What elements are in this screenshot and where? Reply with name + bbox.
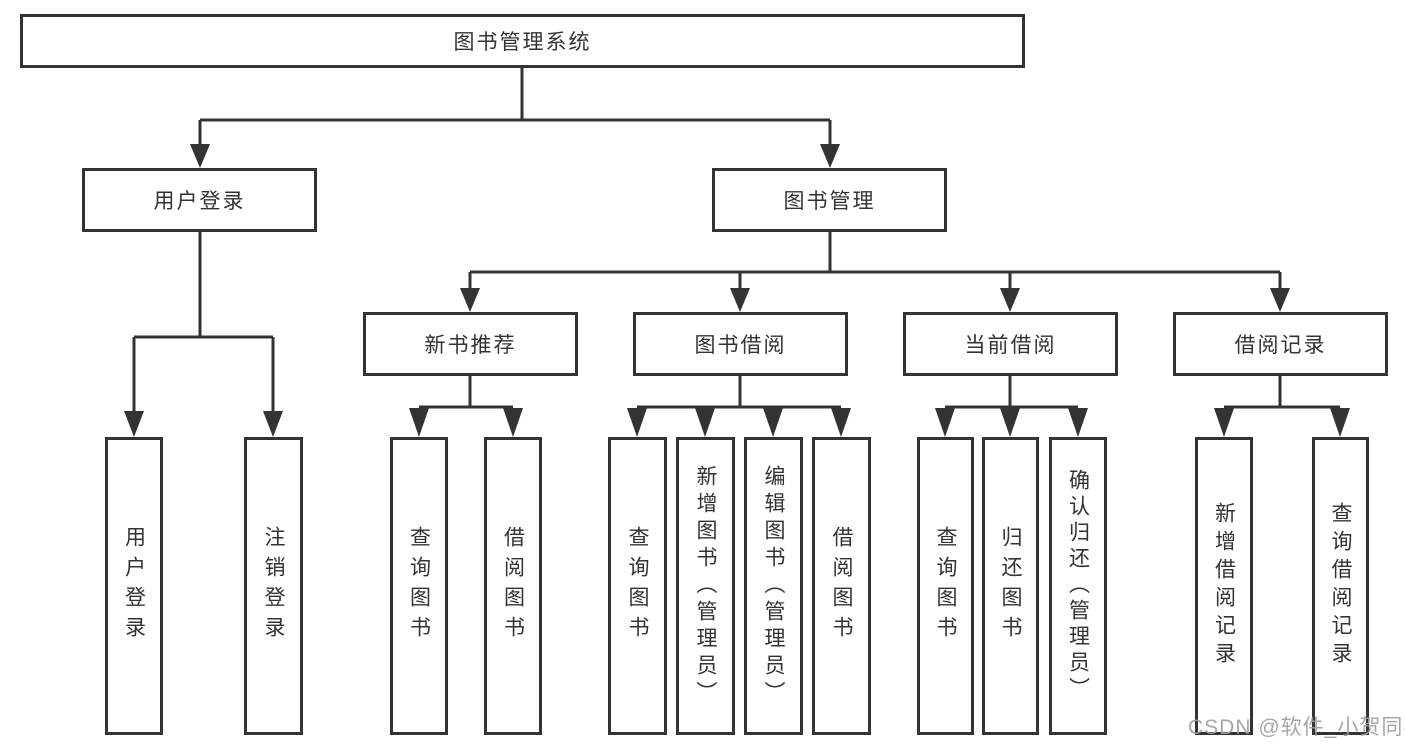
leaf-label: 查询图书 xyxy=(626,526,649,646)
arrowheads xyxy=(124,144,1350,437)
leaf-label: 借阅图书 xyxy=(501,526,525,646)
arrow-icon xyxy=(1214,408,1234,437)
leaf-confirm-return-admin: 确认归还（管理员） xyxy=(1049,437,1107,735)
node-root: 图书管理系统 xyxy=(20,14,1025,68)
leaf-label: 注销登录 xyxy=(262,526,285,646)
leaf-query-book-3: 查询图书 xyxy=(917,437,974,735)
arrow-icon xyxy=(503,408,523,437)
leaf-add-book-admin: 新增图书（管理员） xyxy=(676,437,735,735)
arrow-icon xyxy=(831,408,851,437)
arrow-icon xyxy=(190,144,210,168)
arrow-icon xyxy=(124,411,144,437)
leaf-label: 编辑图书（管理员） xyxy=(762,464,785,708)
arrow-icon xyxy=(935,408,955,437)
leaf-add-borrow-record: 新增借阅记录 xyxy=(1195,437,1253,735)
leaf-label: 查询图书 xyxy=(934,526,957,646)
leaf-borrow-book-1: 借阅图书 xyxy=(484,437,542,735)
arrow-icon xyxy=(1330,408,1350,437)
leaf-return-book: 归还图书 xyxy=(982,437,1039,735)
arrow-icon xyxy=(627,408,647,437)
leaf-logout: 注销登录 xyxy=(244,437,303,735)
node-borrow-records: 借阅记录 xyxy=(1173,312,1388,376)
leaf-label: 新增图书（管理员） xyxy=(694,464,717,708)
leaf-label: 查询图书 xyxy=(407,526,431,646)
leaf-label: 查询借阅记录 xyxy=(1329,502,1352,670)
arrow-icon xyxy=(763,408,783,437)
leaf-label: 新增借阅记录 xyxy=(1212,502,1236,670)
leaf-user-login: 用户登录 xyxy=(105,437,163,735)
leaf-label: 借阅图书 xyxy=(830,526,853,646)
node-book-management: 图书管理 xyxy=(712,168,947,232)
node-book-borrow: 图书借阅 xyxy=(633,312,848,376)
leaf-query-book-2: 查询图书 xyxy=(608,437,667,735)
arrow-icon xyxy=(263,411,283,437)
leaf-query-borrow-record: 查询借阅记录 xyxy=(1312,437,1369,735)
csdn-watermark: CSDN @软件_小贺同学 xyxy=(1188,716,1405,739)
node-new-book-recommend: 新书推荐 xyxy=(363,312,578,376)
leaf-label: 归还图书 xyxy=(999,526,1022,646)
arrow-icon xyxy=(409,408,429,437)
arrow-icon xyxy=(695,408,715,437)
arrow-icon xyxy=(1000,408,1020,437)
arrow-icon xyxy=(1270,288,1290,312)
arrow-icon xyxy=(730,288,750,312)
arrow-icon xyxy=(820,144,840,168)
leaf-edit-book-admin: 编辑图书（管理员） xyxy=(744,437,803,735)
connector-paths xyxy=(132,68,1340,414)
leaf-label: 用户登录 xyxy=(122,526,146,646)
node-user-login: 用户登录 xyxy=(82,168,317,232)
arrow-icon xyxy=(1000,288,1020,312)
arrow-icon xyxy=(1068,408,1088,437)
arrow-icon xyxy=(460,288,480,312)
leaf-borrow-book-2: 借阅图书 xyxy=(812,437,871,735)
node-current-borrow: 当前借阅 xyxy=(903,312,1118,376)
leaf-label: 确认归还（管理员） xyxy=(1066,469,1090,703)
leaf-query-book-1: 查询图书 xyxy=(390,437,448,735)
